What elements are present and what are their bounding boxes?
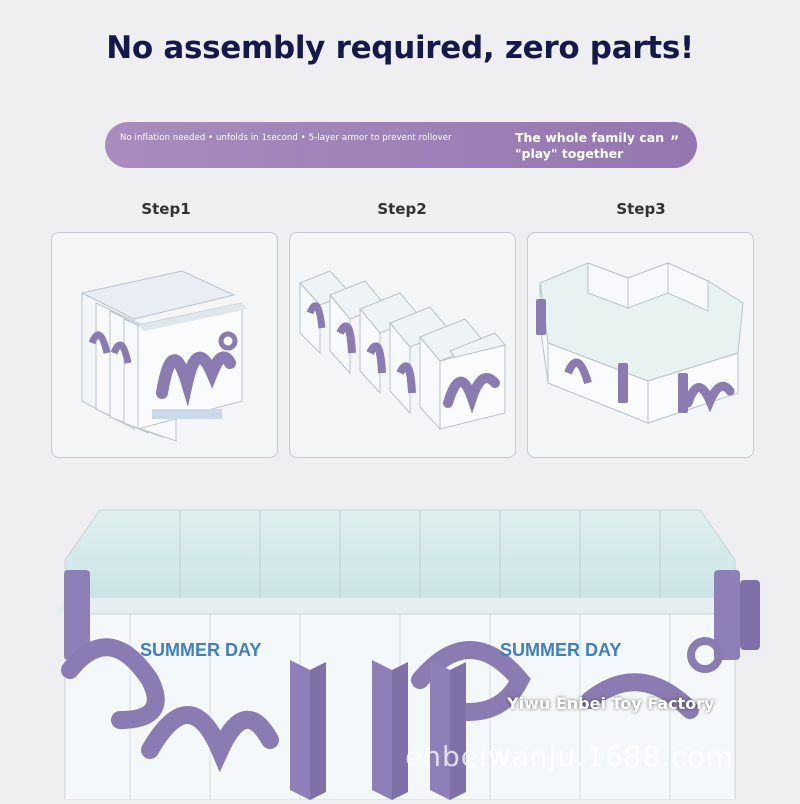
feature-banner: No inflation needed • unfolds in 1second…: [105, 122, 697, 168]
banner-tagline: The whole family can "play" together: [515, 130, 665, 161]
unfolding-pool-illustration: [299, 270, 506, 431]
pool-print-right: SUMMER DAY: [500, 640, 621, 660]
opened-pool-illustration: [536, 262, 744, 424]
pool-print-left: SUMMER DAY: [140, 640, 261, 660]
step1-label: Step1: [141, 200, 191, 218]
step1-card: [51, 232, 278, 458]
headline: No assembly required, zero parts!: [106, 30, 694, 66]
banner-features: No inflation needed • unfolds in 1second…: [120, 133, 452, 143]
step3-label: Step3: [616, 200, 666, 218]
factory-watermark: Yiwu Enbei Toy Factory: [507, 694, 715, 713]
folded-pool-illustration: [80, 270, 248, 442]
step2-label: Step2: [377, 200, 427, 218]
step3-card: [527, 232, 754, 458]
step2-card: [289, 232, 516, 458]
url-watermark: enbeiwanju.1688.com: [405, 740, 734, 773]
ball-pool-illustration: SUMMER DAY SUMMER DAY: [55, 509, 760, 801]
quote-mark-icon: ”: [670, 134, 680, 150]
pool-photo: SUMMER DAY SUMMER DAY: [0, 480, 800, 801]
